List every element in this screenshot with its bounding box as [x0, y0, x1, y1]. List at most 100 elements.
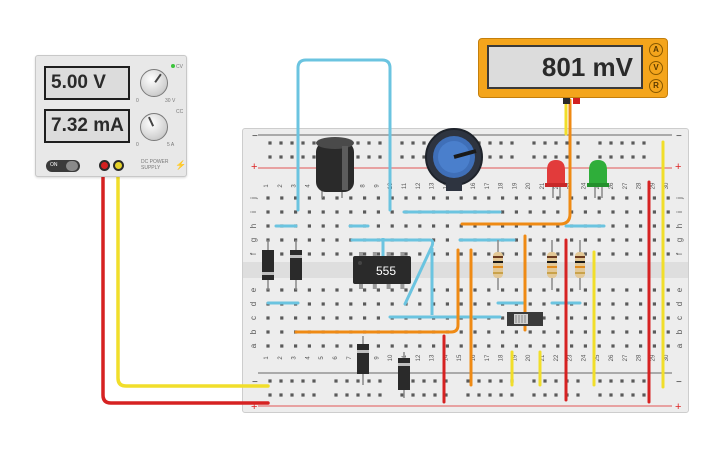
breadboard-hole[interactable]: [611, 316, 615, 320]
breadboard-hole[interactable]: [418, 252, 422, 256]
breadboard-hole[interactable]: [639, 196, 643, 200]
breadboard-hole[interactable]: [356, 379, 360, 383]
breadboard-hole[interactable]: [404, 288, 408, 292]
breadboard-hole[interactable]: [639, 302, 643, 306]
orange-wire-bottom[interactable]: [294, 248, 460, 334]
breadboard-hole[interactable]: [528, 302, 532, 306]
breadboard-hole[interactable]: [499, 141, 503, 145]
breadboard-hole[interactable]: [488, 141, 492, 145]
breadboard-hole[interactable]: [307, 302, 311, 306]
breadboard-hole[interactable]: [418, 344, 422, 348]
breadboard-hole[interactable]: [390, 344, 394, 348]
breadboard-hole[interactable]: [378, 141, 382, 145]
breadboard-hole[interactable]: [280, 196, 284, 200]
breadboard-hole[interactable]: [570, 288, 574, 292]
breadboard-hole[interactable]: [554, 393, 558, 397]
breadboard-hole[interactable]: [499, 379, 503, 383]
breadboard-hole[interactable]: [294, 196, 298, 200]
breadboard-hole[interactable]: [528, 224, 532, 228]
breadboard-hole[interactable]: [597, 252, 601, 256]
breadboard-hole[interactable]: [473, 224, 477, 228]
breadboard-hole[interactable]: [404, 196, 408, 200]
breadboard-hole[interactable]: [473, 252, 477, 256]
breadboard-hole[interactable]: [631, 393, 635, 397]
breadboard-hole[interactable]: [510, 155, 514, 159]
breadboard-hole[interactable]: [556, 196, 560, 200]
breadboard-hole[interactable]: [376, 316, 380, 320]
breadboard-hole[interactable]: [583, 210, 587, 214]
electrolytic-capacitor[interactable]: [316, 137, 354, 198]
breadboard-hole[interactable]: [488, 155, 492, 159]
breadboard-hole[interactable]: [611, 302, 615, 306]
breadboard-hole[interactable]: [501, 252, 505, 256]
breadboard-hole[interactable]: [556, 344, 560, 348]
breadboard-hole[interactable]: [576, 155, 580, 159]
breadboard-hole[interactable]: [542, 252, 546, 256]
breadboard-hole[interactable]: [390, 210, 394, 214]
breadboard-hole[interactable]: [363, 288, 367, 292]
breadboard-hole[interactable]: [625, 238, 629, 242]
breadboard-hole[interactable]: [356, 393, 360, 397]
yellow-supply-wire[interactable]: [116, 161, 270, 388]
breadboard-hole[interactable]: [652, 196, 656, 200]
breadboard-hole[interactable]: [631, 379, 635, 383]
breadboard-hole[interactable]: [639, 288, 643, 292]
breadboard-hole[interactable]: [499, 155, 503, 159]
breadboard-hole[interactable]: [280, 288, 284, 292]
breadboard-hole[interactable]: [418, 196, 422, 200]
breadboard-hole[interactable]: [301, 379, 305, 383]
breadboard-hole[interactable]: [473, 302, 477, 306]
breadboard-hole[interactable]: [583, 316, 587, 320]
breadboard-hole[interactable]: [321, 210, 325, 214]
breadboard-hole[interactable]: [652, 210, 656, 214]
diode-3[interactable]: [357, 336, 369, 385]
breadboard-hole[interactable]: [611, 210, 615, 214]
breadboard-hole[interactable]: [376, 210, 380, 214]
breadboard-hole[interactable]: [349, 302, 353, 306]
breadboard-hole[interactable]: [280, 252, 284, 256]
breadboard-hole[interactable]: [404, 344, 408, 348]
breadboard-hole[interactable]: [422, 379, 426, 383]
breadboard-hole[interactable]: [321, 302, 325, 306]
breadboard-hole[interactable]: [666, 288, 670, 292]
breadboard-hole[interactable]: [556, 330, 560, 334]
breadboard-hole[interactable]: [363, 302, 367, 306]
breadboard-hole[interactable]: [528, 210, 532, 214]
breadboard-hole[interactable]: [445, 302, 449, 306]
breadboard-hole[interactable]: [542, 196, 546, 200]
breadboard-hole[interactable]: [510, 393, 514, 397]
breadboard-hole[interactable]: [487, 330, 491, 334]
breadboard-hole[interactable]: [376, 224, 380, 228]
mode-button-ohms[interactable]: R: [649, 79, 663, 93]
breadboard-hole[interactable]: [554, 379, 558, 383]
breadboard-hole[interactable]: [376, 196, 380, 200]
breadboard-hole[interactable]: [376, 288, 380, 292]
breadboard-hole[interactable]: [444, 379, 448, 383]
breadboard-hole[interactable]: [290, 393, 294, 397]
breadboard-hole[interactable]: [542, 288, 546, 292]
breadboard-hole[interactable]: [639, 210, 643, 214]
breadboard-hole[interactable]: [542, 210, 546, 214]
breadboard-hole[interactable]: [307, 224, 311, 228]
breadboard-hole[interactable]: [620, 141, 624, 145]
breadboard-hole[interactable]: [666, 316, 670, 320]
breadboard-hole[interactable]: [378, 393, 382, 397]
breadboard-hole[interactable]: [349, 252, 353, 256]
breadboard-hole[interactable]: [532, 379, 536, 383]
breadboard-hole[interactable]: [335, 288, 339, 292]
breadboard-hole[interactable]: [376, 252, 380, 256]
breadboard-hole[interactable]: [290, 379, 294, 383]
breadboard-hole[interactable]: [583, 238, 587, 242]
breadboard-hole[interactable]: [321, 344, 325, 348]
breadboard-hole[interactable]: [444, 393, 448, 397]
breadboard-hole[interactable]: [652, 224, 656, 228]
breadboard-hole[interactable]: [268, 141, 272, 145]
breadboard-hole[interactable]: [356, 155, 360, 159]
green-led[interactable]: [587, 160, 609, 198]
breadboard-hole[interactable]: [280, 210, 284, 214]
breadboard-hole[interactable]: [528, 330, 532, 334]
breadboard-hole[interactable]: [335, 344, 339, 348]
breadboard-hole[interactable]: [642, 141, 646, 145]
breadboard-hole[interactable]: [335, 252, 339, 256]
breadboard-hole[interactable]: [266, 330, 270, 334]
